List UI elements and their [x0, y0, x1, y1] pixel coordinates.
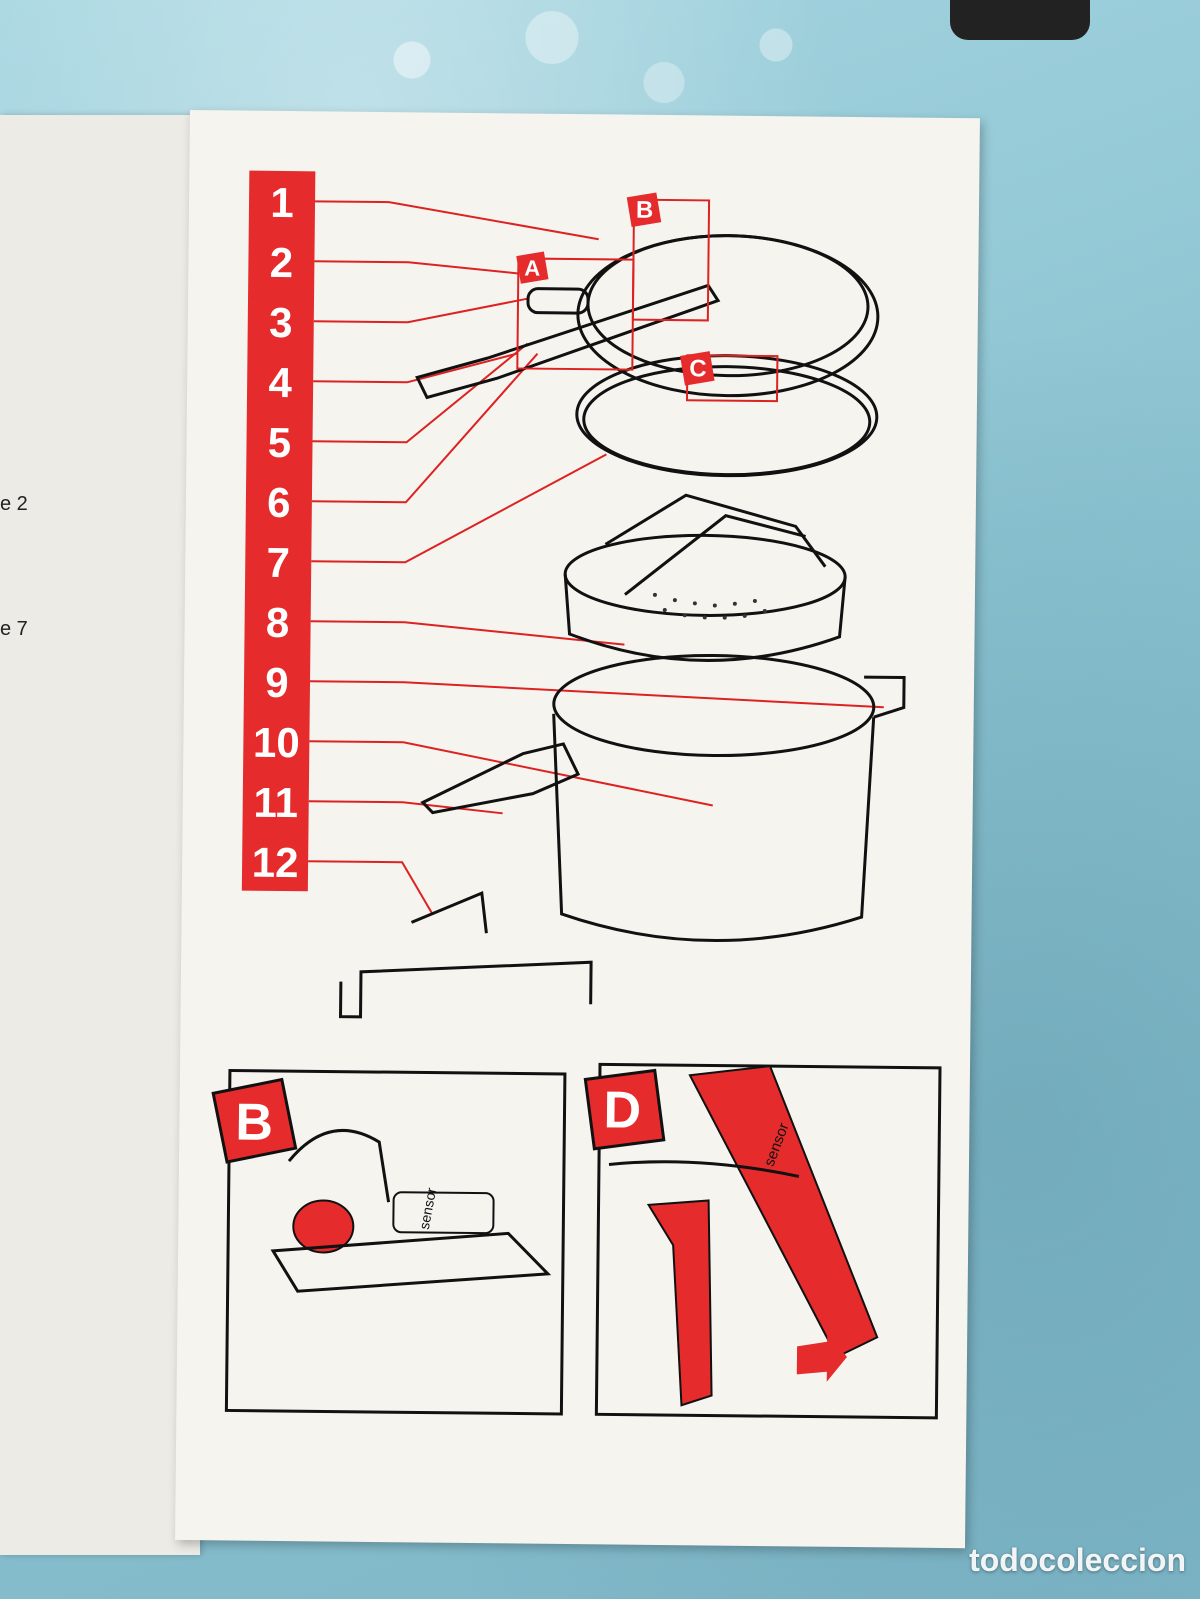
- lid-drawing: [415, 234, 880, 478]
- leader-lines: [308, 200, 884, 914]
- callout-letter-c: C: [689, 355, 707, 383]
- callout-letter-a: A: [524, 255, 541, 281]
- left-text-fragment: e 2: [0, 493, 28, 515]
- trivet-drawing: [338, 890, 593, 1019]
- left-leaflet-panel: e 2 e 7: [0, 115, 200, 1555]
- panel-d-frame: [594, 1062, 942, 1420]
- callout-frames: [516, 198, 779, 403]
- steamer-holes: [652, 592, 767, 620]
- steamer-basket-drawing: [563, 493, 847, 662]
- callout-badges: [516, 192, 715, 386]
- panel-b-letter: B: [235, 1093, 274, 1152]
- pressure-cooker-diagram: [211, 192, 942, 1420]
- panel-b-frame: [224, 1068, 567, 1416]
- panel-badges: [211, 1068, 666, 1164]
- watermark: todocoleccion: [969, 1542, 1186, 1578]
- left-text-fragment: e 7: [0, 618, 28, 640]
- pot-drawing: [420, 653, 906, 943]
- panel-d-letter: D: [603, 1081, 642, 1140]
- leaflet-page: 1 2 3 4 5 6 7 8 9 10 11 12: [175, 110, 980, 1549]
- callout-letter-b: B: [635, 196, 654, 224]
- dark-object: [950, 0, 1090, 40]
